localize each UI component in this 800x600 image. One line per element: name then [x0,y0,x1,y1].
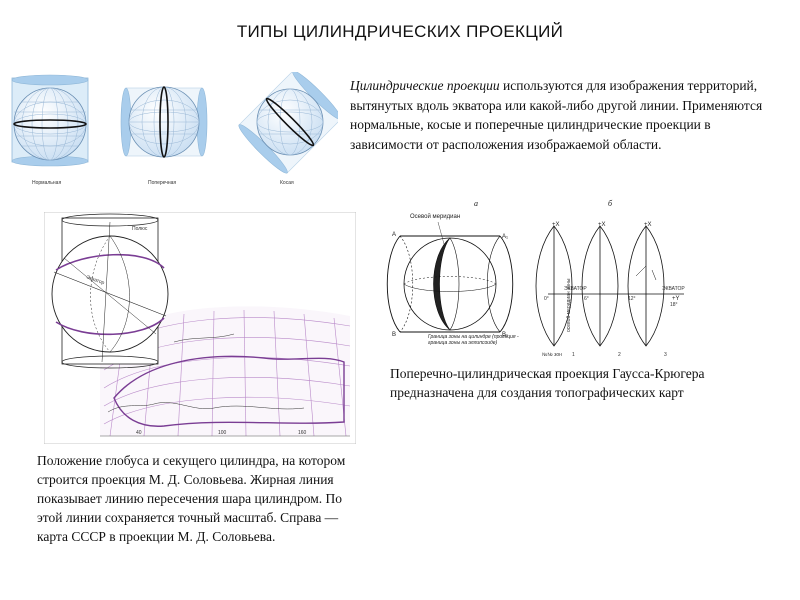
lon-6: 6° [584,296,589,302]
plus-y: +Y [672,296,680,302]
intro-paragraph: Цилиндрические проекции используются для… [350,76,770,154]
gauss-kruger-caption: Поперечно-цилиндрическая проекция Гаусса… [390,366,705,400]
normal-projection-icon [11,74,89,167]
zone-2: 2 [618,352,621,358]
normal-label: Нормальная [32,180,61,186]
transverse-cylinder-diagram [386,221,514,333]
oblique-projection-icon [238,72,338,174]
intro-text: используются для изображения территорий,… [350,78,763,152]
lon-40: 40 [136,430,142,436]
label-b: б [608,199,613,208]
lon-0: 0° [544,296,549,302]
lon-100: 100 [218,430,227,436]
zone-1: 1 [572,352,575,358]
plus-x-2: +X [598,222,606,228]
zone-boundary-note: Граница зоны на цилиндре (проекция - гра… [428,334,519,346]
projection-types-figure: Нормальная Поперечная [11,72,338,186]
axial-meridian-label: Осевой меридиан [410,213,460,220]
intro-lead: Цилиндрические проекции [350,78,500,93]
pole-label: Полюс [132,226,148,232]
transverse-label: Поперечная [148,180,176,186]
lon-18: 18° [670,302,678,308]
plus-x-3: +X [644,222,652,228]
zones-diagram [535,225,684,347]
lon-12: 12° [628,296,636,302]
zone-3: 3 [664,352,667,358]
ussr-map [100,306,351,437]
equator-label-right: ЭКВАТОР [662,286,685,292]
equator-label-left: ЭКВАТОР [564,286,587,292]
transverse-projection-icon [120,86,208,158]
page-title: ТИПЫ ЦИЛИНДРИЧЕСКИХ ПРОЕКЦИЙ [236,22,564,41]
axial-meridian-zone-label: осевой меридиан зоны [565,278,572,332]
label-a: а [474,199,478,208]
point-b1: B₁ [502,332,508,338]
soloviev-caption: Положение глобуса и секущего цилиндра, н… [37,453,346,544]
point-b: B [392,332,396,338]
zone-prefix: №№ зон [542,352,562,358]
plus-x-1: +X [552,222,560,228]
oblique-label: Косая [280,180,294,186]
point-a1: A₁ [502,234,508,240]
globe-secant-cylinder [51,213,169,369]
soloviev-figure: Полюс Экватор 40 100 160 [44,212,356,444]
point-a: A [392,232,396,238]
gauss-kruger-figure: а б Осевой меридиан A B A₁ B₁ Граница зо… [386,199,685,358]
lon-160: 160 [298,430,307,436]
